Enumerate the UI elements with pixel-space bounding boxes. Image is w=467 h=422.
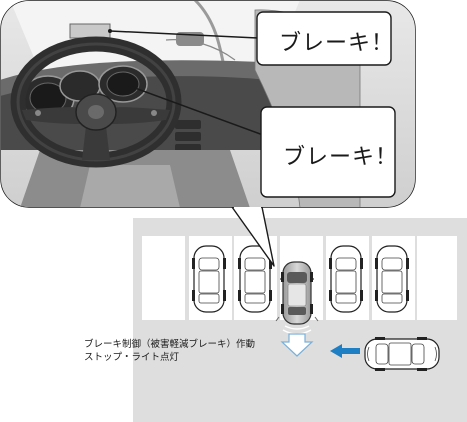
cabin-bubble	[0, 0, 416, 267]
reversing-car-windshield	[287, 272, 307, 283]
note-line-brake-control: ブレーキ制御（被害軽減ブレーキ）作動	[84, 339, 256, 350]
approaching-vehicle-arrow	[330, 344, 360, 358]
reversing-car-roof	[287, 283, 307, 307]
head-up-display	[69, 23, 111, 39]
parked-car	[329, 245, 363, 313]
bay-1	[142, 236, 185, 320]
parked-car	[238, 245, 272, 313]
hud-leader-line	[109, 30, 259, 39]
parked-cars	[192, 245, 409, 313]
reversing-car	[275, 261, 319, 335]
note-line-stop-light: ストップ・ライト点灯	[84, 352, 180, 363]
approaching-car	[364, 337, 440, 371]
parked-car	[192, 245, 226, 313]
meter-callout-box	[260, 106, 396, 198]
reverse-direction-arrow	[280, 333, 314, 357]
parking-lot	[133, 218, 467, 422]
reversing-car-rear-window	[288, 307, 306, 315]
brake-control-note: ブレーキ制御（被害軽減ブレーキ）作動 ストップ・ライト点灯	[84, 338, 284, 364]
meter-brake-warning-text: ブレーキ！	[283, 145, 399, 170]
hud-callout-box	[256, 11, 392, 66]
meter-leader-line	[123, 83, 264, 136]
hud-brake-warning-text: ブレーキ！	[279, 31, 395, 56]
parked-car	[375, 245, 409, 313]
bay-7	[417, 236, 457, 320]
